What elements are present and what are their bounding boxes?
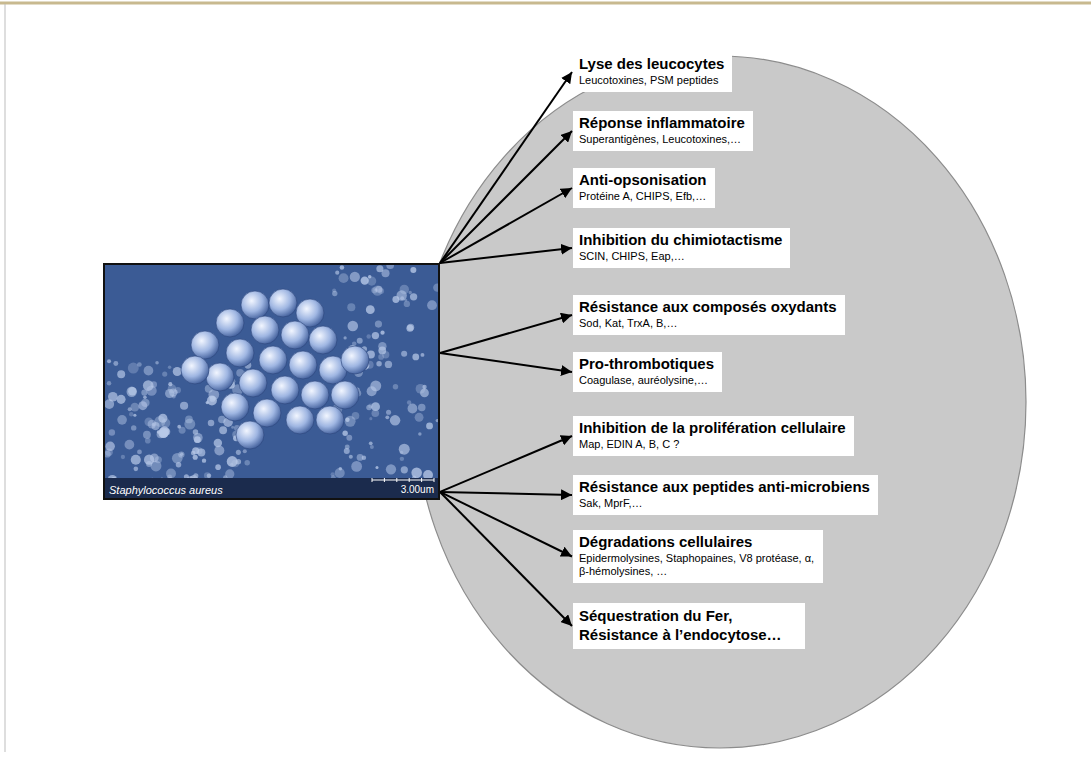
factor-box: Anti-opsonisationProtéine A, CHIPS, Efb,… <box>573 168 715 208</box>
factor-box: Pro-thrombotiquesCoagulase, auréolysine,… <box>573 352 722 392</box>
box-heading: Séquestration du Fer, Résistance à l’end… <box>579 606 797 644</box>
box-body: Leucotoxines, PSM peptides <box>579 74 724 87</box>
box-heading: Inhibition du chimiotactisme <box>579 231 782 249</box>
arrow-connector <box>440 436 572 492</box>
frame-left-line <box>5 4 6 752</box>
factor-box: Réponse inflammatoireSuperantigènes, Leu… <box>573 111 753 151</box>
box-body: Sod, Kat, TrxA, B,… <box>579 317 837 330</box>
factor-box: Dégradations cellulairesEpidermolysines,… <box>573 530 823 583</box>
factor-box: Résistance aux composés oxydantsSod, Kat… <box>573 295 845 335</box>
arrow-connector <box>440 72 572 263</box>
box-body: Sak, MprF,… <box>579 497 870 510</box>
arrow-connector <box>440 353 572 372</box>
factor-box: Résistance aux peptides anti-microbiensS… <box>573 475 878 515</box>
scale-label: 3.00um <box>401 484 434 496</box>
box-heading: Résistance aux composés oxydants <box>579 298 837 316</box>
box-body: Map, EDIN A, B, C ? <box>579 438 846 451</box>
box-heading: Dégradations cellulaires <box>579 533 815 551</box>
grey-ellipse <box>414 56 1026 748</box>
factor-box: Séquestration du Fer, Résistance à l’end… <box>573 603 805 649</box>
arrow-connector <box>440 131 572 263</box>
box-heading: Inhibition de la prolifération cellulair… <box>579 419 846 437</box>
caption-bar: Staphylococcus aureus 3.00um <box>105 478 438 498</box>
arrow-connector <box>440 492 572 495</box>
arrow-connector <box>440 492 572 626</box>
factor-box: Inhibition de la prolifération cellulair… <box>573 416 854 456</box>
arrow-connector <box>440 492 572 557</box>
box-heading: Anti-opsonisation <box>579 171 707 189</box>
box-body: Protéine A, CHIPS, Efb,… <box>579 190 707 203</box>
sem-illustration <box>105 265 438 498</box>
arrow-connector <box>440 188 572 263</box>
photo-caption: Staphylococcus aureus <box>109 484 223 496</box>
photo-node: Staphylococcus aureus 3.00um <box>103 263 440 500</box>
box-heading: Pro-thrombotiques <box>579 355 714 373</box>
factor-box: Lyse des leucocytesLeucotoxines, PSM pep… <box>573 52 732 92</box>
box-body: Superantigènes, Leucotoxines,… <box>579 133 745 146</box>
box-heading: Lyse des leucocytes <box>579 55 724 73</box>
box-heading: Réponse inflammatoire <box>579 114 745 132</box>
arrow-connector <box>440 248 572 263</box>
frame-top-line <box>0 2 1091 5</box>
factor-box: Inhibition du chimiotactismeSCIN, CHIPS,… <box>573 228 790 268</box>
box-body: Epidermolysines, Staphopaines, V8 protéa… <box>579 552 815 578</box>
box-body: SCIN, CHIPS, Eap,… <box>579 250 782 263</box>
box-body: Coagulase, auréolysine,… <box>579 374 714 387</box>
box-heading: Résistance aux peptides anti-microbiens <box>579 478 870 496</box>
arrow-connector <box>440 315 572 353</box>
